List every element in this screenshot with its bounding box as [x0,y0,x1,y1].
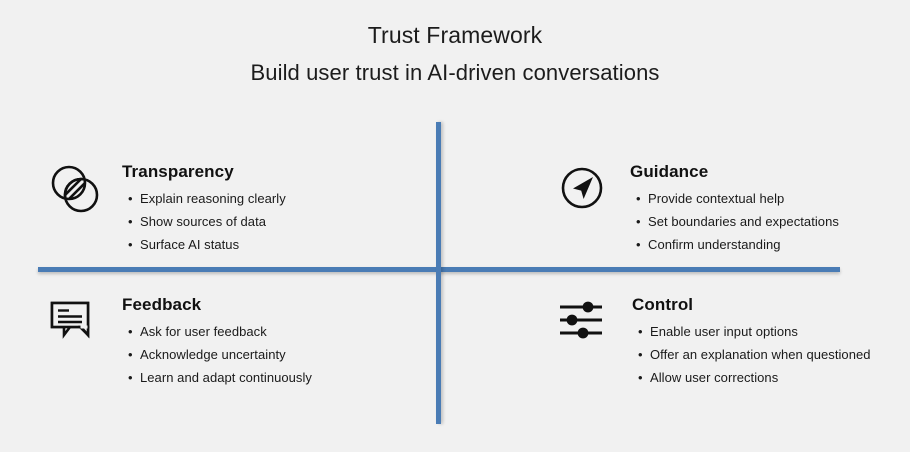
list-item: Allow user corrections [638,366,871,389]
list-item: Learn and adapt continuously [128,366,312,389]
quadrant-control: Control Enable user input options Offer … [554,293,871,389]
control-title: Control [632,295,694,314]
control-bullet-list: Enable user input options Offer an expla… [632,320,871,389]
quadrant-feedback: Feedback Ask for user feedback Acknowled… [44,293,312,389]
transparency-body: Transparency Explain reasoning clearly S… [122,160,286,256]
list-item: Offer an explanation when questioned [638,343,871,366]
feedback-body: Feedback Ask for user feedback Acknowled… [122,293,312,389]
list-item: Surface AI status [128,233,286,256]
quadrant-transparency: Transparency Explain reasoning clearly S… [48,160,286,256]
transparency-bullet-list: Explain reasoning clearly Show sources o… [122,187,286,256]
control-icon-wrap [554,293,616,343]
control-body: Control Enable user input options Offer … [632,293,871,389]
transparency-icon-wrap [48,160,110,216]
feedback-icon-wrap [44,293,106,345]
list-item: Confirm understanding [636,233,839,256]
feedback-title: Feedback [122,295,202,314]
sliders-icon [554,297,610,343]
quadrant-guidance: Guidance Provide contextual help Set bou… [556,160,839,256]
feedback-bullet-list: Ask for user feedback Acknowledge uncert… [122,320,312,389]
speech-bubble-icon [44,297,94,345]
guidance-title: Guidance [630,162,709,181]
guidance-body: Guidance Provide contextual help Set bou… [630,160,839,256]
list-item: Ask for user feedback [128,320,312,343]
overlapping-circles-icon [48,162,102,216]
guidance-bullet-list: Provide contextual help Set boundaries a… [630,187,839,256]
list-item: Acknowledge uncertainty [128,343,312,366]
transparency-title: Transparency [122,162,234,181]
list-item: Enable user input options [638,320,871,343]
guidance-icon-wrap [556,160,618,214]
list-item: Provide contextual help [636,187,839,210]
title-block: Trust Framework Build user trust in AI-d… [0,20,910,88]
page-subtitle: Build user trust in AI-driven conversati… [250,60,660,85]
list-item: Explain reasoning clearly [128,187,286,210]
vertical-axis-line [436,122,441,424]
page-title: Trust Framework [367,22,543,48]
list-item: Show sources of data [128,210,286,233]
navigation-arrow-icon [556,162,608,214]
list-item: Set boundaries and expectations [636,210,839,233]
